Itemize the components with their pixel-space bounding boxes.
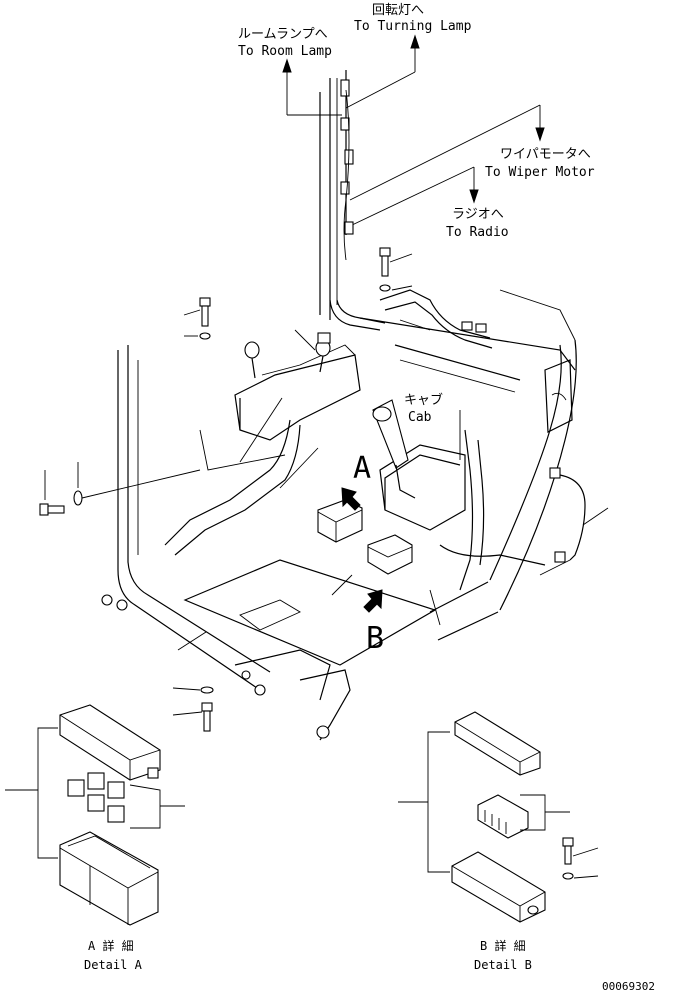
label-cab: キャブ Cab bbox=[404, 392, 443, 425]
cab-jp: キャブ bbox=[404, 392, 443, 408]
detail-b: B 詳 細 Detail B bbox=[398, 711, 599, 972]
upper-beam bbox=[379, 289, 493, 349]
routing-leaders bbox=[282, 34, 545, 227]
label-room-lamp: ルームランプへ To Room Lamp bbox=[238, 27, 332, 59]
detail-b-jp: B 詳 細 bbox=[480, 938, 526, 953]
label-wiper-motor: ワイパモータへ To Wiper Motor bbox=[485, 147, 595, 180]
detail-b-en: Detail B bbox=[474, 958, 532, 972]
drawing-number: 00069302 bbox=[602, 980, 655, 993]
detail-a-en: Detail A bbox=[84, 958, 143, 972]
cab-en: Cab bbox=[408, 410, 432, 425]
relay-block-b-installed bbox=[367, 534, 413, 575]
label-turning-lamp: 回転灯へ To Turning Lamp bbox=[354, 3, 472, 34]
wiper-motor-en: To Wiper Motor bbox=[485, 165, 595, 180]
detail-a: A 詳 細 Detail A bbox=[5, 704, 185, 972]
right-console bbox=[372, 399, 609, 591]
bolt-bottom bbox=[172, 686, 214, 732]
marker-a: A bbox=[353, 451, 371, 486]
radio-jp: ラジオへ bbox=[452, 207, 504, 222]
wiper-motor-jp: ワイパモータへ bbox=[500, 147, 591, 162]
turning-lamp-jp: 回転灯へ bbox=[372, 3, 424, 18]
detail-b-socket bbox=[477, 794, 529, 839]
room-lamp-jp: ルームランプへ bbox=[238, 27, 328, 42]
turning-lamp-en: To Turning Lamp bbox=[354, 19, 472, 34]
radio-en: To Radio bbox=[446, 225, 509, 240]
left-console bbox=[164, 332, 361, 556]
marker-arrows bbox=[341, 487, 383, 613]
label-radio: ラジオへ To Radio bbox=[446, 207, 509, 240]
floor-frame bbox=[101, 289, 577, 741]
detail-a-jp: A 詳 細 bbox=[88, 938, 134, 953]
detail-a-relays bbox=[67, 772, 125, 823]
main-leaders bbox=[177, 329, 461, 651]
bolt-top-left bbox=[183, 297, 211, 340]
bolt-top-center bbox=[379, 247, 413, 292]
room-lamp-en: To Room Lamp bbox=[238, 44, 332, 59]
bolt-left bbox=[39, 462, 201, 516]
cab-pillar bbox=[319, 70, 386, 331]
marker-b: B bbox=[366, 621, 384, 656]
